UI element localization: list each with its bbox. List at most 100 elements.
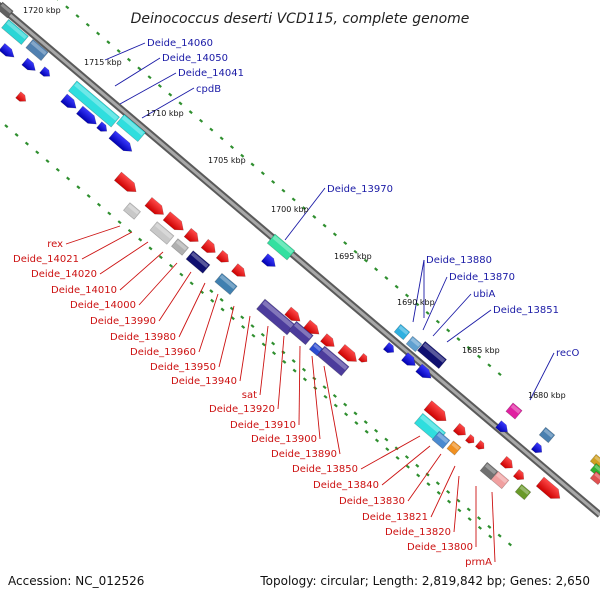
leader-line xyxy=(239,315,251,382)
gene-arrow[interactable] xyxy=(96,121,110,135)
gene-arrow[interactable] xyxy=(495,420,511,436)
gene-block[interactable] xyxy=(538,426,556,444)
gene-block[interactable] xyxy=(116,113,146,143)
gene-label-reverse[interactable]: Deide_13910 xyxy=(230,420,296,431)
gene-arrow[interactable] xyxy=(382,341,396,355)
gene-block[interactable] xyxy=(214,272,238,296)
gene-block[interactable] xyxy=(479,461,499,481)
gene-arrow[interactable] xyxy=(415,363,435,382)
gene-arrow[interactable] xyxy=(465,434,476,445)
gene-label-forward[interactable]: Deide_13851 xyxy=(493,305,559,316)
gene-label-reverse[interactable]: Deide_13940 xyxy=(171,376,237,387)
gene-block[interactable] xyxy=(405,335,423,353)
gene-block[interactable] xyxy=(393,323,411,341)
gene-arrow[interactable] xyxy=(144,196,167,218)
gene-label-reverse[interactable]: rex xyxy=(47,239,63,250)
gene-label-reverse[interactable]: Deide_13950 xyxy=(150,362,216,373)
tick-mark xyxy=(302,377,307,382)
gene-label-reverse[interactable]: prmA xyxy=(465,557,492,568)
gene-arrow[interactable] xyxy=(261,253,278,271)
gene-arrow[interactable] xyxy=(21,57,38,74)
gene-arrow[interactable] xyxy=(183,227,202,245)
gene-block[interactable] xyxy=(505,402,523,420)
gene-label-forward[interactable]: Deide_13970 xyxy=(327,184,393,195)
gene-arrow[interactable] xyxy=(512,468,526,482)
gene-arrow[interactable] xyxy=(499,455,516,471)
gene-block[interactable] xyxy=(490,470,510,490)
gene-label-forward[interactable]: Deide_13870 xyxy=(449,272,515,283)
gene-arrow[interactable] xyxy=(337,343,360,365)
gene-label-reverse[interactable]: Deide_13980 xyxy=(110,332,176,343)
gene-label-forward[interactable]: recO xyxy=(556,348,580,359)
gene-arrow[interactable] xyxy=(0,43,17,60)
gene-block[interactable] xyxy=(266,233,296,261)
gene-arrow[interactable] xyxy=(284,306,304,325)
gene-arrow[interactable] xyxy=(475,440,486,451)
tick-mark xyxy=(210,298,215,303)
gene-label-forward[interactable]: ubiA xyxy=(473,289,495,300)
gene-block[interactable] xyxy=(446,440,462,456)
gene-block[interactable] xyxy=(68,80,120,128)
gene-label-forward[interactable]: cpdB xyxy=(196,84,221,95)
scale-label: 1680 kbp xyxy=(528,391,566,400)
gene-arrow[interactable] xyxy=(113,171,139,196)
gene-label-forward[interactable]: Deide_14041 xyxy=(178,68,244,79)
gene-arrow[interactable] xyxy=(76,105,99,128)
gene-label-forward[interactable]: Deide_14060 xyxy=(147,38,213,49)
gene-block[interactable] xyxy=(589,470,600,486)
gene-label-reverse[interactable]: Deide_13800 xyxy=(407,542,473,553)
gene-arrow[interactable] xyxy=(320,333,337,351)
gene-label-reverse[interactable]: Deide_14021 xyxy=(13,254,79,265)
tick-mark xyxy=(75,14,80,19)
gene-arrow[interactable] xyxy=(108,130,135,155)
gene-label-reverse[interactable]: Deide_13820 xyxy=(385,527,451,538)
gene-arrow[interactable] xyxy=(39,66,53,80)
tick-mark xyxy=(487,363,492,368)
gene-block[interactable] xyxy=(417,340,447,370)
gene-label-reverse[interactable]: Deide_13920 xyxy=(209,404,275,415)
tick-mark xyxy=(322,385,327,390)
gene-label-reverse[interactable]: Deide_13890 xyxy=(271,449,337,460)
gene-arrow[interactable] xyxy=(215,249,232,265)
gene-label-reverse[interactable]: Deide_13990 xyxy=(90,316,156,327)
gene-block[interactable] xyxy=(0,1,14,19)
gene-label-forward[interactable]: Deide_14050 xyxy=(162,53,228,64)
gene-label-reverse[interactable]: Deide_14010 xyxy=(51,285,117,296)
gene-arrow[interactable] xyxy=(231,263,248,281)
gene-label-reverse[interactable]: sat xyxy=(242,390,257,401)
gene-block[interactable] xyxy=(25,38,49,62)
gene-arrow[interactable] xyxy=(452,422,469,438)
leader-line xyxy=(432,293,472,337)
gene-arrow[interactable] xyxy=(535,476,564,503)
leader-line xyxy=(141,87,195,119)
tick-mark xyxy=(148,246,153,251)
gene-block[interactable] xyxy=(308,341,324,357)
gene-label-forward[interactable]: Deide_13880 xyxy=(426,255,492,266)
gene-block[interactable] xyxy=(149,221,175,245)
gene-block[interactable] xyxy=(431,430,451,450)
tick-mark xyxy=(137,66,142,71)
gene-arrow[interactable] xyxy=(15,91,29,105)
gene-block[interactable] xyxy=(514,483,532,501)
gene-arrow[interactable] xyxy=(423,400,450,426)
gene-arrow[interactable] xyxy=(401,352,418,370)
gene-arrow[interactable] xyxy=(530,441,544,455)
gene-arrow[interactable] xyxy=(303,319,323,338)
gene-block[interactable] xyxy=(185,250,211,274)
gene-label-reverse[interactable]: Deide_13900 xyxy=(251,434,317,445)
gene-label-reverse[interactable]: Deide_13830 xyxy=(339,496,405,507)
gene-arrow[interactable] xyxy=(162,211,187,235)
gene-block[interactable] xyxy=(123,202,141,220)
gene-block[interactable] xyxy=(1,18,29,46)
gene-label-reverse[interactable]: Deide_13850 xyxy=(292,464,358,475)
gene-block[interactable] xyxy=(171,238,189,256)
gene-arrow[interactable] xyxy=(60,93,80,112)
gene-label-reverse[interactable]: Deide_13840 xyxy=(313,480,379,491)
gene-label-reverse[interactable]: Deide_13821 xyxy=(362,512,428,523)
gene-label-reverse[interactable]: Deide_13960 xyxy=(130,347,196,358)
gene-arrow[interactable] xyxy=(200,238,219,256)
gene-arrow[interactable] xyxy=(358,353,369,364)
leader-line xyxy=(277,335,285,410)
gene-label-reverse[interactable]: Deide_14000 xyxy=(70,300,136,311)
gene-label-reverse[interactable]: Deide_14020 xyxy=(31,269,97,280)
